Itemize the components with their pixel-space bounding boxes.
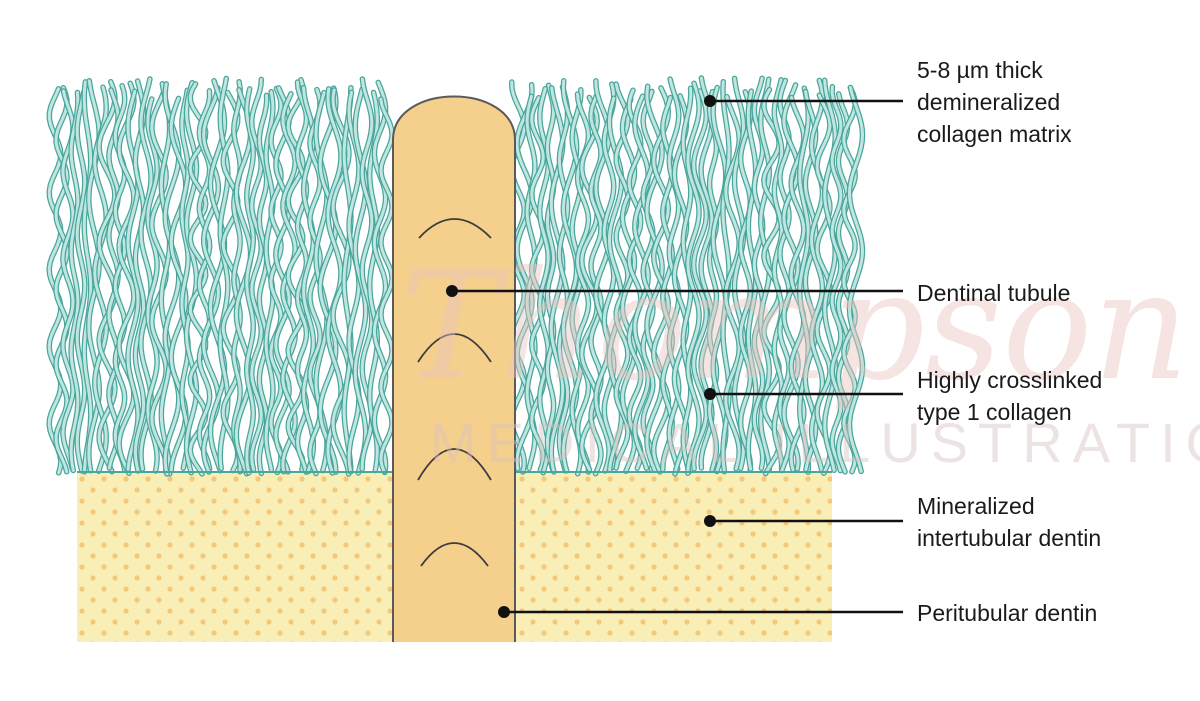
collagen-fibril-core (847, 85, 865, 473)
collagen-fibril-core (557, 85, 570, 473)
leader-dot-intertubular (704, 515, 716, 527)
collagen-fibril-core (798, 86, 810, 474)
collagen-fibril-core (842, 86, 857, 474)
collagen-fibril-core (159, 82, 172, 476)
collagen-fibril-core (525, 94, 537, 470)
collagen-fibril-core (75, 91, 87, 473)
collagen-fibril-core (372, 80, 388, 474)
collagen-fibril-core (782, 83, 800, 471)
leader-dot-peritubular (498, 606, 510, 618)
collagen-fibril-core (318, 86, 338, 474)
label-collagen: Highly crosslinked type 1 collagen (917, 367, 1109, 425)
collagen-fibril-core (245, 87, 255, 475)
label-matrix: 5-8 µm thick demineralized collagen matr… (917, 57, 1072, 147)
collagen-fibril-core (602, 82, 616, 470)
leader-dot-collagen (704, 388, 716, 400)
label-tubule: Dentinal tubule (917, 280, 1070, 306)
leader-dot-matrix (704, 95, 716, 107)
leader-dot-tubule (446, 285, 458, 297)
collagen-fibril-core (711, 86, 728, 473)
collagen-fibril-core (232, 80, 242, 474)
collagen-fibril-core (620, 97, 637, 473)
collagen-fibril-core (221, 91, 240, 472)
collagen-fibril-core (126, 89, 140, 471)
collagen-fibril-core (830, 85, 843, 473)
collagen-fibril-core (93, 85, 108, 473)
watermark-script: Thompson (400, 240, 1189, 414)
collagen-fibril-core (614, 82, 630, 470)
label-peritubular: Peritubular dentin (917, 600, 1097, 626)
collagen-fibril-core (286, 78, 305, 472)
watermark-sub: MEDICAL ILLUSTRATION (430, 411, 1200, 474)
collagen-fibril-matrix (46, 75, 866, 477)
dentinal-tubule (392, 95, 516, 642)
collagen-fibril-core (789, 96, 806, 472)
collagen-fibril-core (257, 93, 269, 475)
collagen-fibril-core (627, 88, 643, 470)
collagen-fibril-core (61, 89, 75, 471)
label-intertubular: Mineralized intertubular dentin (917, 493, 1101, 551)
collagen-fibril-core (117, 81, 136, 475)
collagen-fibril-core (342, 86, 353, 474)
collagen-fibril-core (184, 81, 199, 475)
collagen-fibril-core (530, 96, 545, 472)
collagen-fibril-core (545, 83, 556, 471)
collagen-fibril-core (672, 94, 689, 476)
collagen-fibril-core (739, 90, 752, 472)
collagen-fibril-core (707, 90, 719, 472)
tubule-arc (417, 448, 492, 481)
collagen-fibril-core (379, 97, 394, 473)
collagen-fibril-core (54, 86, 69, 474)
collagen-fibril-core (269, 87, 283, 474)
collagen-fibril-core (133, 79, 146, 473)
collagen-fibril-core (515, 83, 534, 471)
collagen-fibril-core (692, 89, 708, 471)
collagen-fibril-core (180, 88, 190, 470)
collagen-fibril-core (594, 79, 611, 473)
watermark: Thompson MEDICAL ILLUSTRATION (400, 240, 1200, 474)
collagen-fibril-core (69, 91, 80, 472)
collagen-fibril-core (82, 80, 93, 474)
collagen-fibril-core (208, 79, 227, 473)
tubule-arc (420, 542, 489, 567)
collagen-fibril-core (146, 97, 159, 473)
labels: 5-8 µm thick demineralized collagen matr… (917, 57, 1109, 626)
leader-lines (446, 95, 903, 618)
tubule-arc (417, 333, 492, 363)
collagen-fibril-core (686, 81, 701, 475)
tubule-arc (418, 218, 492, 239)
